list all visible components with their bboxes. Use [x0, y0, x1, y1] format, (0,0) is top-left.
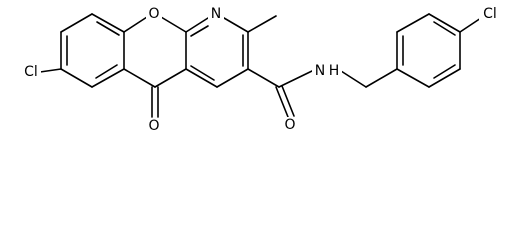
bond-aryl-5: [428, 68, 461, 88]
bond-c4a-c4: [154, 68, 187, 88]
bond-c-cl-left: [39, 68, 62, 73]
molecule-drawing: Cl O N O O N H Cl: [21, 5, 501, 134]
ring-nitrogen-label: N: [211, 6, 221, 22]
bond-benzo-3: [91, 68, 125, 88]
amide-oxygen-label: O: [284, 117, 295, 133]
bond-c-o-ring-a: [123, 16, 148, 33]
bond-benzo-6: [60, 13, 93, 33]
bond-py-bottom-inner: [190, 65, 215, 81]
bond-o-ring-c: [160, 16, 187, 33]
bond-aryl-6: [396, 68, 430, 88]
bond-amide-o-1: [275, 86, 289, 118]
cl-left-label-bg: [21, 63, 41, 81]
bond-layer: [39, 13, 482, 118]
bond-aryl-2: [396, 13, 430, 33]
amide-oxygen-label-bg: [282, 117, 298, 133]
bond-py-bottom-left: [185, 68, 218, 88]
bond-amide-o-2: [281, 85, 295, 117]
bond-c-n: [185, 17, 209, 33]
bond-benzo-1: [91, 13, 125, 33]
bond-n-ch2: [340, 70, 367, 88]
bond-ch2-aryl: [365, 68, 398, 88]
bond-n-c: [223, 17, 249, 33]
bond-aryl-inner-2: [433, 21, 456, 36]
ketone-oxygen-label: O: [148, 118, 159, 134]
bond-py-bottom-right: [216, 68, 249, 88]
bond-c-cl-right: [459, 17, 482, 33]
bond-carbonyl-n: [278, 70, 313, 88]
amide-hydrogen-label: H: [329, 63, 340, 79]
ketone-oxygen-label-bg: [146, 118, 162, 134]
bond-c4-c4b: [123, 68, 156, 88]
bond-c-n-inner: [190, 25, 209, 37]
bond-benzo-inner-1: [96, 21, 120, 36]
atom-label-layer: Cl O N O O N H Cl: [21, 5, 501, 134]
bond-c-carbonyl: [247, 68, 280, 88]
bond-aryl-inner-3: [433, 64, 456, 79]
bond-benzo-4: [60, 68, 93, 88]
chlorine-left-label: Cl: [24, 64, 38, 80]
bond-aryl-3: [428, 13, 461, 33]
ring-oxygen-label: O: [148, 6, 159, 22]
cl-right-label-bg: [479, 5, 501, 23]
amide-nh-label-bg: [312, 62, 342, 80]
bond-methyl: [247, 15, 277, 33]
ring-nitrogen-label-bg: [208, 6, 224, 22]
ring-oxygen-label-bg: [146, 6, 162, 22]
amide-nitrogen-label: N: [315, 63, 325, 79]
chemical-structure-diagram: Cl O N O O N H Cl: [21, 5, 501, 134]
bond-benzo-inner-2: [95, 64, 118, 79]
chlorine-right-label: Cl: [483, 6, 497, 22]
